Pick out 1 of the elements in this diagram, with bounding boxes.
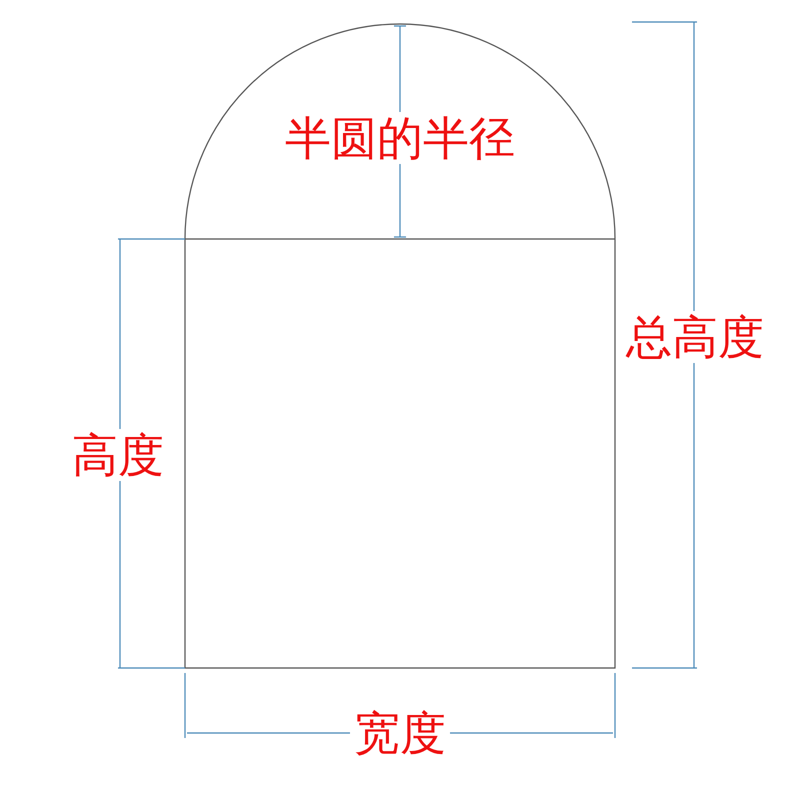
- dimension-label: 宽度: [350, 707, 450, 759]
